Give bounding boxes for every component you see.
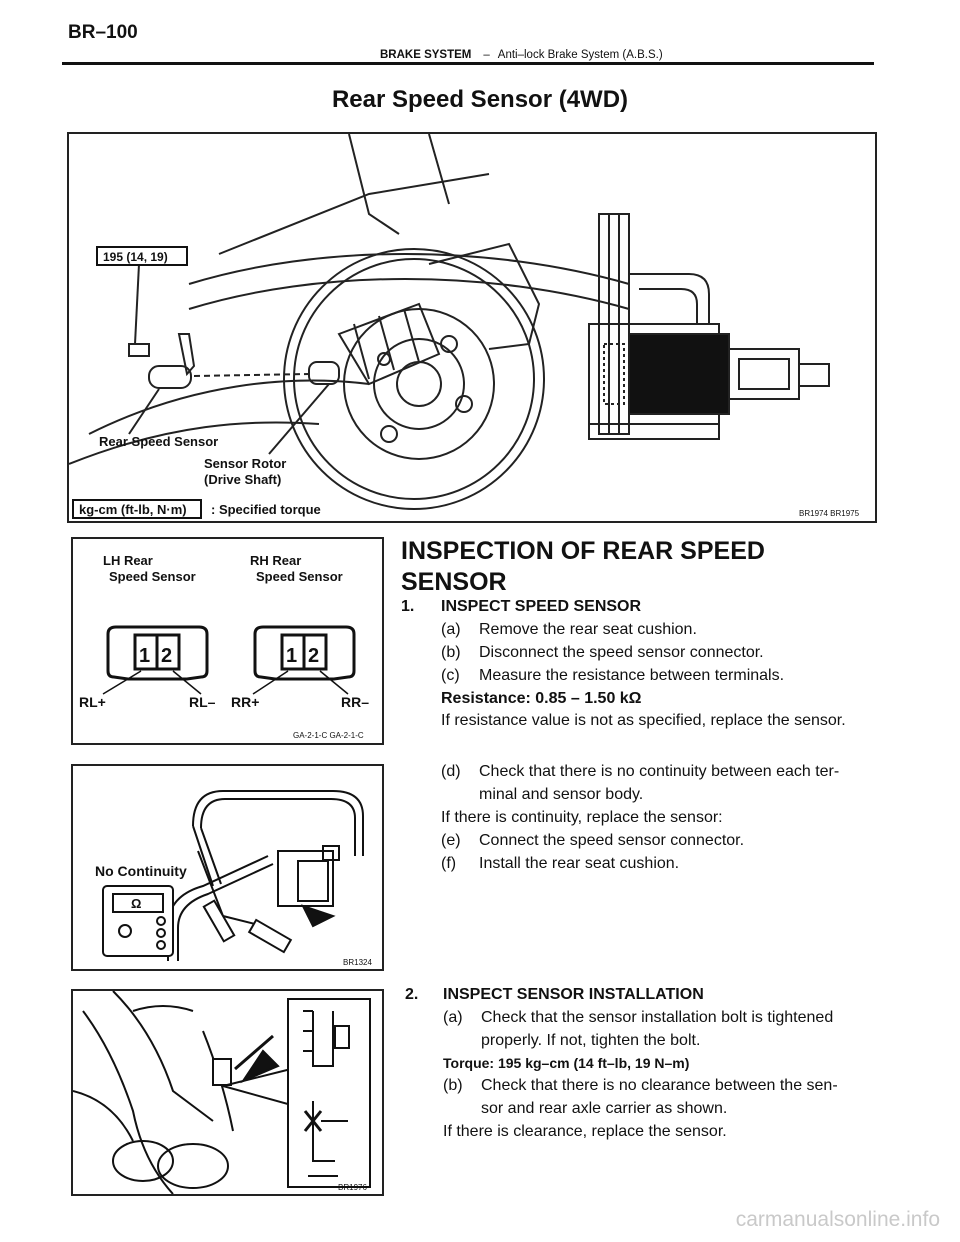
continuity-note: If there is continuity, replace the sens… xyxy=(441,809,723,826)
section-separator: – xyxy=(483,49,490,61)
step-1e-key: (e) xyxy=(441,832,461,849)
step-1c-key: (c) xyxy=(441,667,460,684)
figure-code: BR1324 xyxy=(343,958,372,967)
watermark: carmanualsonline.info xyxy=(735,1208,940,1231)
step-2a-line1: Check that the sensor installation bolt … xyxy=(481,1009,834,1026)
step-2-number: 2. xyxy=(405,986,419,1003)
lh-sensor-label-line1: LH Rear xyxy=(103,553,153,568)
rh-sensor-label-line2: Speed Sensor xyxy=(256,569,343,584)
step-1a-text: Remove the rear seat cushion. xyxy=(479,621,697,638)
figure-rear-axle: 195 (14, 19) Rear Speed Sensor Sensor Ro… xyxy=(67,132,877,523)
step-1c-text: Measure the resistance between terminals… xyxy=(479,667,785,684)
legend-units: kg-cm (ft-lb, N·m) xyxy=(79,502,187,517)
figure-code: BR1974 BR1975 xyxy=(799,509,860,518)
step-1c: (c) Measure the resistance between termi… xyxy=(441,666,784,686)
clearance-note: If there is clearance, replace the senso… xyxy=(443,1123,727,1140)
inspection-heading-line1: INSPECTION OF REAR SPEED xyxy=(401,537,765,565)
terminal-rr-minus: RR– xyxy=(341,694,369,710)
lh-sensor-label-line2: Speed Sensor xyxy=(109,569,196,584)
step-1a-key: (a) xyxy=(441,621,461,638)
continuity-diagram: No Continuity Ω BR1324 xyxy=(95,790,372,967)
step-2-title: INSPECT SENSOR INSTALLATION xyxy=(443,986,704,1003)
terminal-rl-minus: RL– xyxy=(189,694,216,710)
legend-description: : Specified torque xyxy=(211,502,321,517)
step-2a-key: (a) xyxy=(443,1009,463,1026)
step-2b-key: (b) xyxy=(443,1077,463,1094)
torque-spec: Torque: 195 kg–cm (14 ft–lb, 19 N–m) xyxy=(443,1055,690,1071)
step-2b: (b) Check that there is no clearance bet… xyxy=(443,1076,838,1096)
resistance-spec: Resistance: 0.85 – 1.50 kΩ xyxy=(441,690,642,707)
sensor-rotor-label: Sensor Rotor xyxy=(204,456,286,471)
step-1b-text: Disconnect the speed sensor connector. xyxy=(479,644,764,661)
figure-code: GA-2-1-C GA-2-1-C xyxy=(293,731,364,740)
terminal-rr-plus: RR+ xyxy=(231,694,259,710)
page-number: BR–100 xyxy=(68,22,138,43)
step-1-number: 1. xyxy=(401,598,415,615)
inspection-heading: INSPECTION OF REAR SPEED SENSOR xyxy=(401,536,765,598)
installation-diagram: BR1976 xyxy=(73,991,371,1194)
step-1a: (a) Remove the rear seat cushion. xyxy=(441,620,697,640)
no-continuity-label: No Continuity xyxy=(95,863,187,879)
step-2: 2. INSPECT SENSOR INSTALLATION xyxy=(405,985,704,1005)
rh-sensor-label-line1: RH Rear xyxy=(250,553,301,568)
step-1b: (b) Disconnect the speed sensor connecto… xyxy=(441,643,764,663)
step-2a: (a) Check that the sensor installation b… xyxy=(443,1008,833,1028)
resistance-note: If resistance value is not as specified,… xyxy=(441,712,846,729)
connector-diagram: LH Rear Speed Sensor RH Rear Speed Senso… xyxy=(79,553,369,740)
step-1e-text: Connect the speed sensor connector. xyxy=(479,832,745,849)
figure-sensor-installation: BR1976 xyxy=(71,989,384,1196)
step-2a-line2: properly. If not, tighten the bolt. xyxy=(481,1032,701,1049)
lh-pin-2: 2 xyxy=(161,645,172,667)
figure-sensor-connectors: LH Rear Speed Sensor RH Rear Speed Senso… xyxy=(71,537,384,745)
step-1f-text: Install the rear seat cushion. xyxy=(479,855,680,872)
section-header: BRAKE SYSTEM–Anti–lock Brake System (A.B… xyxy=(380,49,663,61)
step-1b-key: (b) xyxy=(441,644,461,661)
step-2b-line2: sor and rear axle carrier as shown. xyxy=(481,1100,728,1117)
step-1d-key: (d) xyxy=(441,763,461,780)
step-1f: (f) Install the rear seat cushion. xyxy=(441,854,679,874)
figure-code: BR1976 xyxy=(338,1183,367,1192)
drive-shaft-label: (Drive Shaft) xyxy=(204,472,281,487)
step-2b-line1: Check that there is no clearance between… xyxy=(481,1077,838,1094)
torque-box-label: 195 (14, 19) xyxy=(103,250,168,264)
lh-pin-1: 1 xyxy=(139,645,150,667)
rear-axle-illustration: 195 (14, 19) Rear Speed Sensor Sensor Ro… xyxy=(69,134,860,519)
step-1-title: INSPECT SPEED SENSOR xyxy=(441,598,642,615)
section-name: BRAKE SYSTEM xyxy=(380,49,472,61)
header-rule xyxy=(62,62,874,65)
rh-pin-1: 1 xyxy=(286,645,297,667)
step-1: 1. INSPECT SPEED SENSOR xyxy=(401,597,641,617)
page-title: Rear Speed Sensor (4WD) xyxy=(331,86,629,113)
terminal-rl-plus: RL+ xyxy=(79,694,106,710)
step-1d-line1: Check that there is no continuity betwee… xyxy=(479,763,840,780)
step-1d: (d) Check that there is no continuity be… xyxy=(441,762,839,782)
ohm-symbol: Ω xyxy=(131,896,141,911)
step-1d-line2: minal and sensor body. xyxy=(479,786,644,803)
rh-pin-2: 2 xyxy=(308,645,319,667)
rear-speed-sensor-label: Rear Speed Sensor xyxy=(99,434,218,449)
step-1f-key: (f) xyxy=(441,855,457,872)
inspection-heading-line2: SENSOR xyxy=(401,568,507,596)
subsection-name: Anti–lock Brake System (A.B.S.) xyxy=(497,49,663,61)
step-1e: (e) Connect the speed sensor connector. xyxy=(441,831,744,851)
figure-continuity-check: No Continuity Ω BR1324 xyxy=(71,764,384,971)
